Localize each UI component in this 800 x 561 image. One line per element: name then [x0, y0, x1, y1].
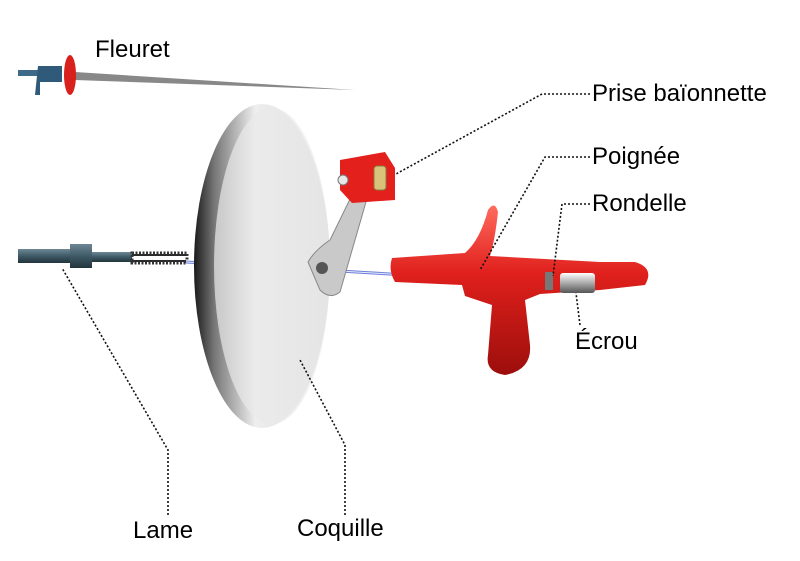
label-poignee: Poignée: [592, 143, 681, 170]
blade-illustration: [18, 244, 189, 268]
small-foil-illustration: [18, 55, 355, 95]
leader-prise: [395, 93, 590, 175]
label-ecrou: Écrou: [575, 328, 638, 355]
leader-coquille: [299, 359, 346, 515]
label-coquille: Coquille: [297, 515, 384, 542]
label-lame: Lame: [133, 517, 194, 544]
grip-illustration: [390, 205, 649, 375]
shell-illustration: [194, 104, 330, 428]
label-fleuret: Fleuret: [95, 36, 170, 63]
label-prise-baionnette: Prise baïonnette: [592, 80, 767, 107]
leader-lame: [61, 267, 169, 515]
leader-ecrou: [575, 292, 581, 326]
leader-poignee: [479, 156, 590, 271]
label-rondelle: Rondelle: [592, 190, 687, 217]
leader-rondelle: [552, 203, 590, 277]
bayonet-plug-illustration: [307, 152, 395, 296]
